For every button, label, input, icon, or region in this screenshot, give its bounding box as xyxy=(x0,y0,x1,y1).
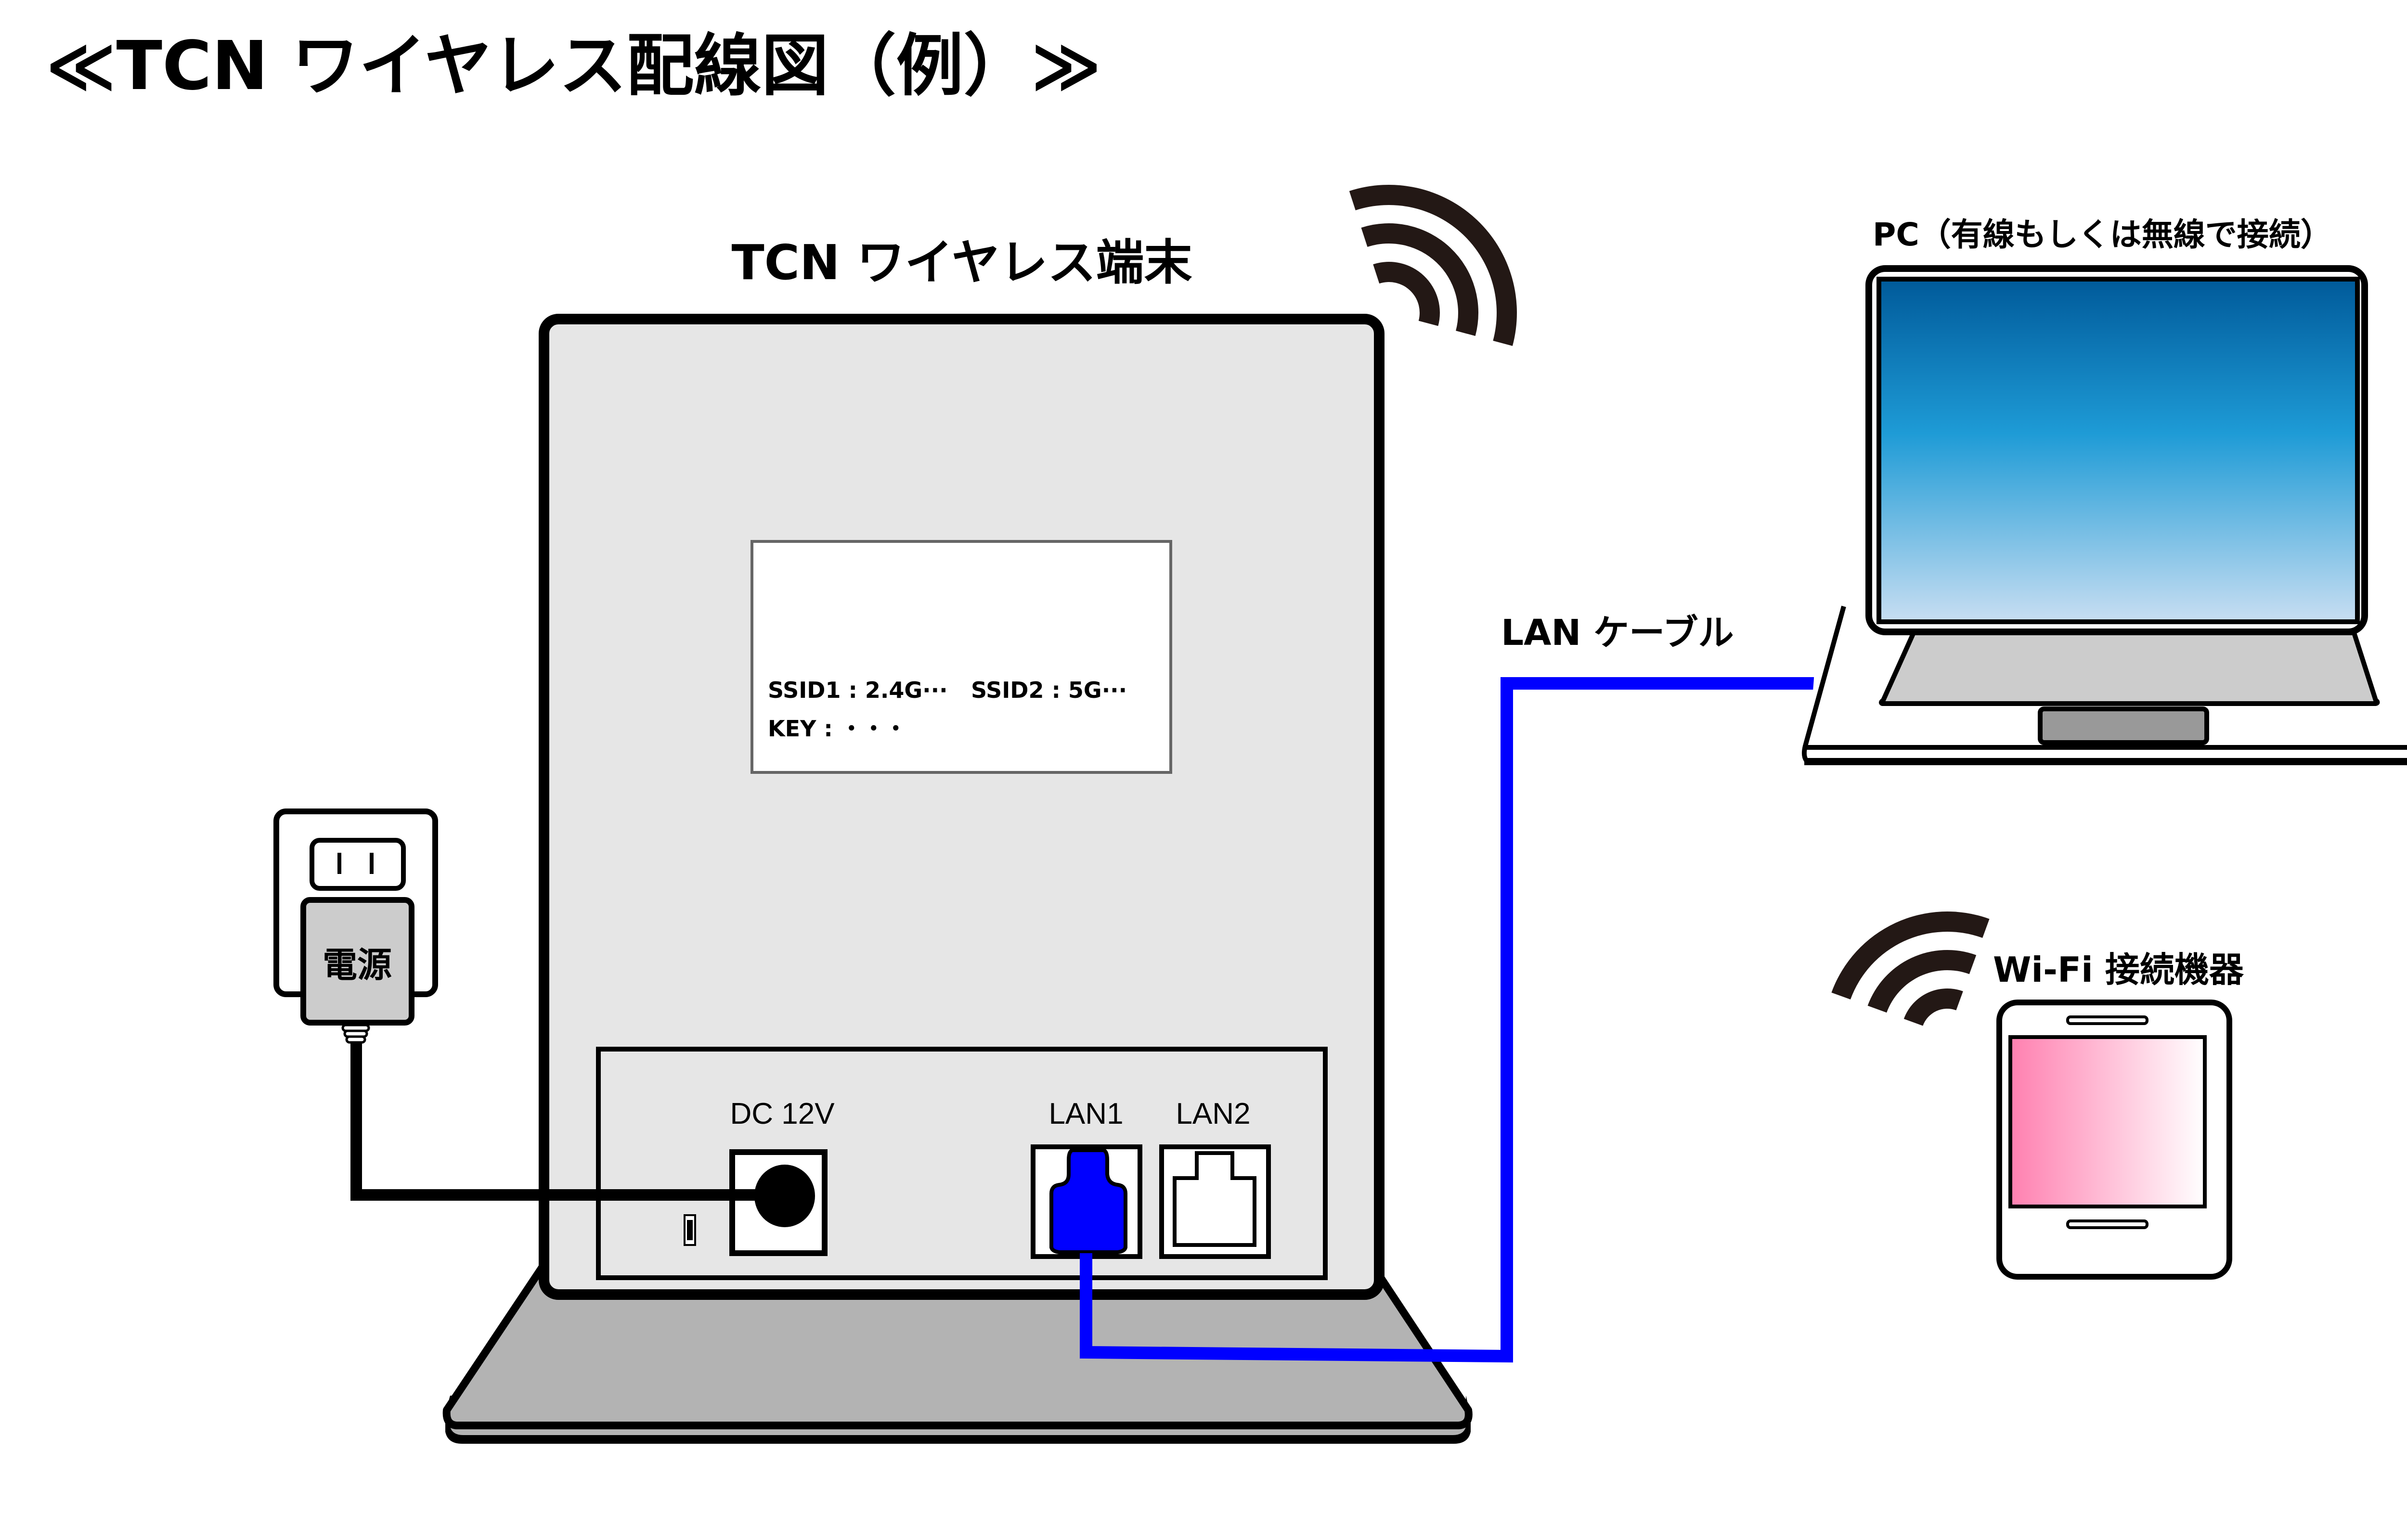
pc-label: PC（有線もしくは無線で接続） xyxy=(1873,216,2332,253)
wifi-device-label: Wi-Fi 接続機器 xyxy=(1993,950,2244,990)
laptop-keyboard xyxy=(1878,630,2380,706)
port-label-lan2: LAN2 xyxy=(1176,1097,1250,1130)
phone-speaker xyxy=(2066,1015,2148,1025)
router-wifi-icon xyxy=(1349,185,1517,346)
port-label-lan1: LAN1 xyxy=(1048,1097,1123,1130)
power-cable xyxy=(350,1042,758,1201)
wifi-wave-arc xyxy=(1349,185,1517,346)
lan-plug-icon xyxy=(1049,1148,1127,1254)
wifi-wave-arc xyxy=(1831,911,1990,1000)
power-adapter: 電源 xyxy=(300,897,414,1044)
smartphone-icon xyxy=(1996,1000,2232,1280)
wifi-wave-arc xyxy=(1373,262,1440,326)
stand-top-layer xyxy=(442,1257,1473,1429)
wifi-wave-arc xyxy=(1867,950,1977,1013)
power-adapter-label: 電源 xyxy=(323,945,392,985)
display-ssid1: SSID1 : 2.4G··· xyxy=(768,677,948,703)
wifi-wave-arc xyxy=(1903,988,1963,1026)
dc-plug-icon xyxy=(754,1165,815,1227)
laptop-trackpad xyxy=(2038,706,2209,745)
reset-switch-icon[interactable] xyxy=(684,1214,696,1246)
cable-strain-relief xyxy=(341,1024,370,1044)
wifi-wave-arc xyxy=(1361,223,1478,336)
lan1-port[interactable] xyxy=(1031,1144,1142,1259)
display-key: KEY : ・・・ xyxy=(768,716,907,742)
lan-cable xyxy=(1080,677,1849,1363)
phone-wifi-icon xyxy=(1831,911,1990,1026)
port-label-dc: DC 12V xyxy=(730,1097,835,1130)
phone-screen xyxy=(2008,1035,2207,1208)
router-label: TCN ワイヤレス端末 xyxy=(731,234,1192,291)
display-ssid2: SSID2 : 5G··· xyxy=(971,677,1127,703)
dc-jack[interactable] xyxy=(729,1149,828,1256)
lan2-port[interactable] xyxy=(1159,1144,1271,1259)
lan-cable-label: LAN ケーブル xyxy=(1501,612,1734,654)
diagram-title: ≪TCN ワイヤレス配線図（例）≫ xyxy=(46,27,1101,105)
laptop-icon xyxy=(1801,265,2407,765)
router-stand xyxy=(442,1257,1473,1444)
router-display: SSID1 : 2.4G··· SSID2 : 5G··· KEY : ・・・ xyxy=(751,540,1172,774)
phone-home-bar xyxy=(2066,1219,2148,1229)
router-device: TCN ワイヤレス端末 SSID1 : 2.4G··· SSID2 : 5G··… xyxy=(442,234,1473,1444)
port-panel: DC 12V LAN1 LAN2 xyxy=(596,1047,1328,1280)
